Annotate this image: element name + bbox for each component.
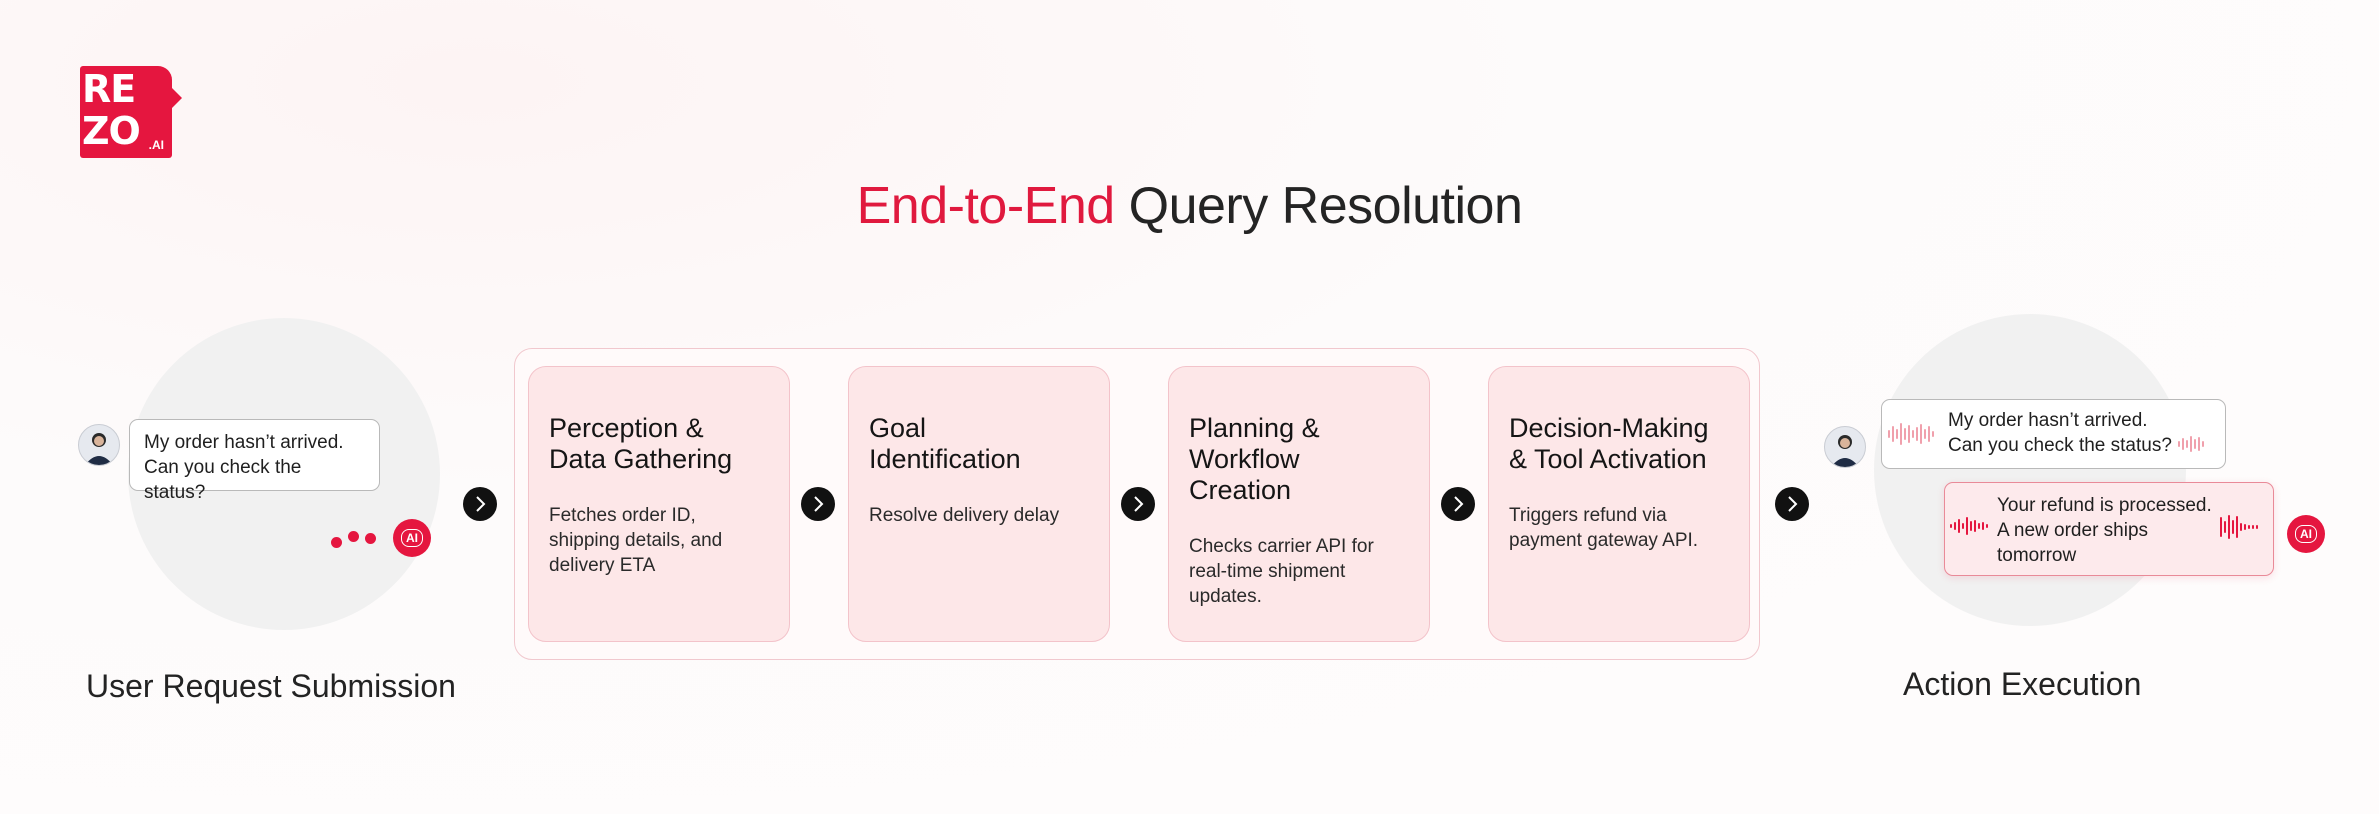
user-request-caption: User Request Submission (86, 668, 456, 704)
logo-text-bottom: ZO (82, 109, 141, 153)
action-execution-caption: Action Execution (1903, 666, 2142, 702)
logo-suffix: .AI (148, 138, 164, 152)
ai-reply-line3: tomorrow (1997, 545, 2077, 566)
chevron-right-icon (801, 487, 835, 521)
step-card-decision: Decision-Making & Tool Activation Trigge… (1488, 366, 1750, 642)
sound-wave-icon (2220, 514, 2258, 540)
typing-dot-2 (348, 531, 359, 542)
step-card-perception: Perception & Data Gathering Fetches orde… (528, 366, 790, 642)
ai-headset-icon: AI (2287, 515, 2325, 553)
chevron-right-icon (1121, 487, 1155, 521)
step-description: Checks carrier API for real-time shipmen… (1189, 536, 1374, 607)
user-message-line1: My order hasn’t arrived. (144, 432, 344, 453)
user-message-bubble-right: My order hasn’t arrived. Can you check t… (1881, 399, 2226, 469)
chevron-right-icon (1441, 487, 1475, 521)
step-description: Triggers refund via payment gateway API. (1509, 505, 1699, 551)
ai-reply-bubble: Your refund is processed. A new order sh… (1944, 482, 2274, 576)
logo-text-top: RE (82, 67, 136, 111)
ai-reply-line2: A new order ships (1997, 520, 2149, 541)
typing-dot-3 (365, 533, 376, 544)
sound-wave-icon (2178, 434, 2204, 454)
title-rest: Query Resolution (1114, 177, 1523, 235)
ai-reply-line1: Your refund is processed. (1997, 495, 2212, 516)
step-card-goal: Goal Identification Resolve delivery del… (848, 366, 1110, 642)
rezo-logo: RE ZO .AI (80, 66, 182, 158)
user-avatar-icon (78, 424, 120, 466)
sound-wave-icon (1950, 514, 1988, 538)
chevron-right-icon (1775, 487, 1809, 521)
ai-headset-icon: AI (393, 519, 431, 557)
step-card-planning: Planning & Workflow Creation Checks carr… (1168, 366, 1430, 642)
ai-badge-label: AI (2295, 525, 2317, 543)
step-description: Resolve delivery delay (869, 505, 1060, 526)
logo-notch (172, 88, 182, 108)
action-execution-circle (1874, 314, 2186, 626)
page-title: End-to-End Query Resolution (0, 176, 2379, 236)
sound-wave-icon (1888, 420, 1934, 448)
user-message-bubble: My order hasn’t arrived. Can you check t… (129, 419, 380, 503)
user-message-line2: Can you check the status? (144, 457, 302, 503)
step-title: Perception & Data Gathering (549, 413, 733, 474)
step-title: Goal Identification (869, 413, 1021, 474)
step-description: Fetches order ID, shipping details, and … (549, 505, 723, 576)
chevron-right-icon (463, 487, 497, 521)
ai-badge-label: AI (401, 529, 423, 547)
user-avatar-icon (1824, 426, 1866, 468)
user-message-line2: Can you check the status? (1948, 435, 2172, 456)
title-accent: End-to-End (856, 177, 1116, 235)
typing-dot-1 (331, 537, 342, 548)
step-title: Decision-Making & Tool Activation (1509, 413, 1709, 474)
user-message-line1: My order hasn’t arrived. (1948, 410, 2148, 431)
step-title: Planning & Workflow Creation (1189, 413, 1320, 505)
